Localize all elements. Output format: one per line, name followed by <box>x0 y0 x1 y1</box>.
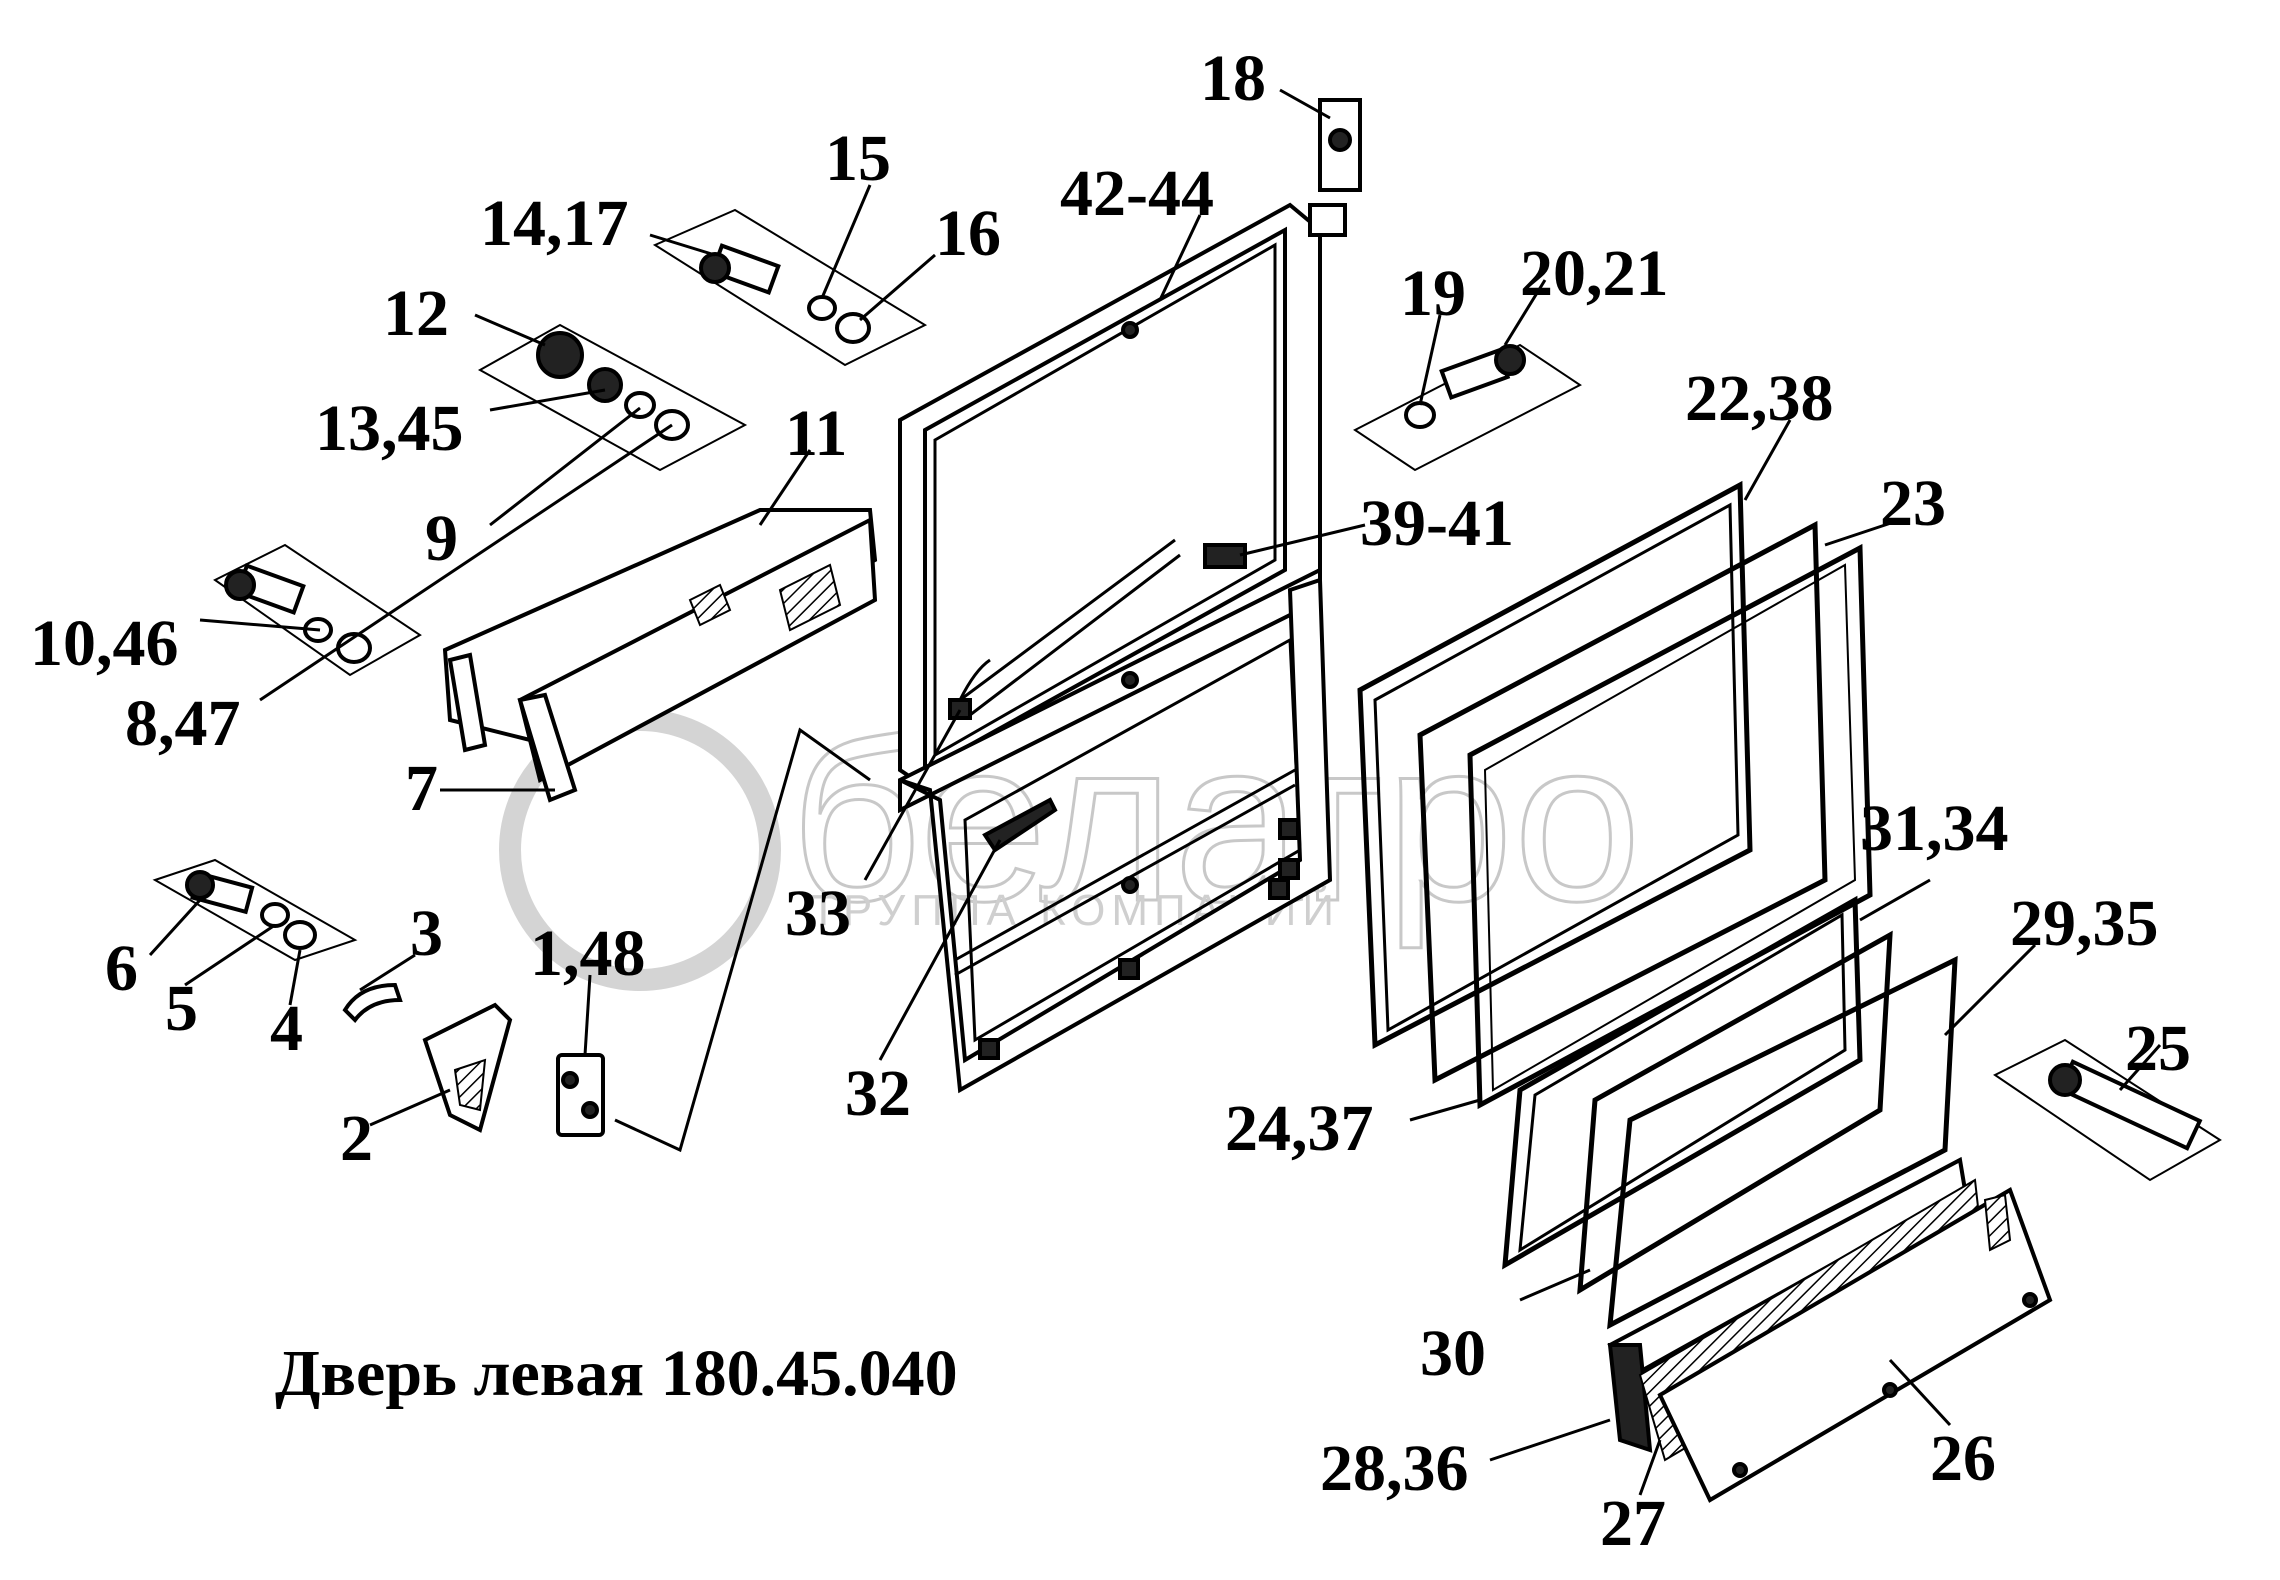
callout-19: 19 <box>1400 257 1466 330</box>
callout-14-17: 14,17 <box>480 187 629 260</box>
callout-39-41: 39-41 <box>1360 487 1514 560</box>
callout-13-45: 13,45 <box>315 392 464 465</box>
lower-glass-30 <box>1577 930 1893 1295</box>
upper-seal-22-38 <box>1357 480 1753 1050</box>
watermark: белагро ТРУППА КОМПАНИЙ <box>499 691 1643 991</box>
armrest-7 <box>517 692 578 803</box>
callout-24-37: 24,37 <box>1225 1092 1374 1165</box>
callout-26: 26 <box>1930 1422 1996 1495</box>
callout-9: 9 <box>425 502 458 575</box>
fastener-group-14-17 <box>652 208 928 367</box>
callout-23: 23 <box>1880 467 1946 540</box>
lock-1-48 <box>556 1053 605 1137</box>
upper-glass-group <box>1357 480 1873 1110</box>
callout-2: 2 <box>340 1102 373 1175</box>
callout-12: 12 <box>383 277 449 350</box>
callout-3: 3 <box>410 897 443 970</box>
callout-30: 30 <box>1420 1317 1486 1390</box>
callout-33: 33 <box>785 877 851 950</box>
callout-16: 16 <box>935 197 1001 270</box>
callout-10-46: 10,46 <box>30 607 179 680</box>
callout-32: 32 <box>845 1057 911 1130</box>
catch-3 <box>342 982 403 1024</box>
callout-11: 11 <box>785 397 847 470</box>
bracket-39-41 <box>1203 543 1247 569</box>
leader-lines <box>148 88 2162 1496</box>
armrest-assembly <box>442 508 878 803</box>
fastener-group-19-21 <box>1353 343 1582 472</box>
panel-26 <box>1657 1187 2053 1503</box>
lower-seal-31-34 <box>1502 895 1863 1270</box>
callout-22-38: 22,38 <box>1685 362 1834 435</box>
callout-5: 5 <box>165 972 198 1045</box>
callout-27: 27 <box>1600 1487 1666 1560</box>
callout-28-36: 28,36 <box>1320 1432 1469 1505</box>
callout-6: 6 <box>105 932 138 1005</box>
upper-glass-23 <box>1417 520 1828 1085</box>
callout-4: 4 <box>270 992 303 1065</box>
diagram-title: Дверь левая 180.45.040 <box>275 1337 958 1410</box>
callout-31-34: 31,34 <box>1860 792 2009 865</box>
callout-15: 15 <box>825 122 891 195</box>
lower-glass-group <box>1502 895 2053 1503</box>
lever-32 <box>982 797 1058 853</box>
callouts: 18 42-44 15 14,17 16 12 19 20,21 22,38 1… <box>30 42 2191 1560</box>
small-parts <box>342 982 605 1137</box>
fastener-group-4-6 <box>152 858 358 962</box>
lower-seal-29-35 <box>1607 955 1958 1330</box>
fastener-group-25 <box>1993 1038 2222 1182</box>
callout-20-21: 20,21 <box>1520 237 1669 310</box>
fastener-group-10 <box>213 543 422 677</box>
callout-1-48: 1,48 <box>530 917 646 990</box>
callout-25: 25 <box>2125 1012 2191 1085</box>
upper-seal-24-37 <box>1467 543 1873 1110</box>
callout-8-47: 8,47 <box>125 687 241 760</box>
callout-7: 7 <box>405 752 438 825</box>
fastener-group-12-13 <box>477 323 748 472</box>
callout-42-44: 42-44 <box>1060 157 1214 230</box>
latch-33 <box>948 698 972 720</box>
callout-29-35: 29,35 <box>2010 887 2159 960</box>
callout-18: 18 <box>1200 42 1266 115</box>
